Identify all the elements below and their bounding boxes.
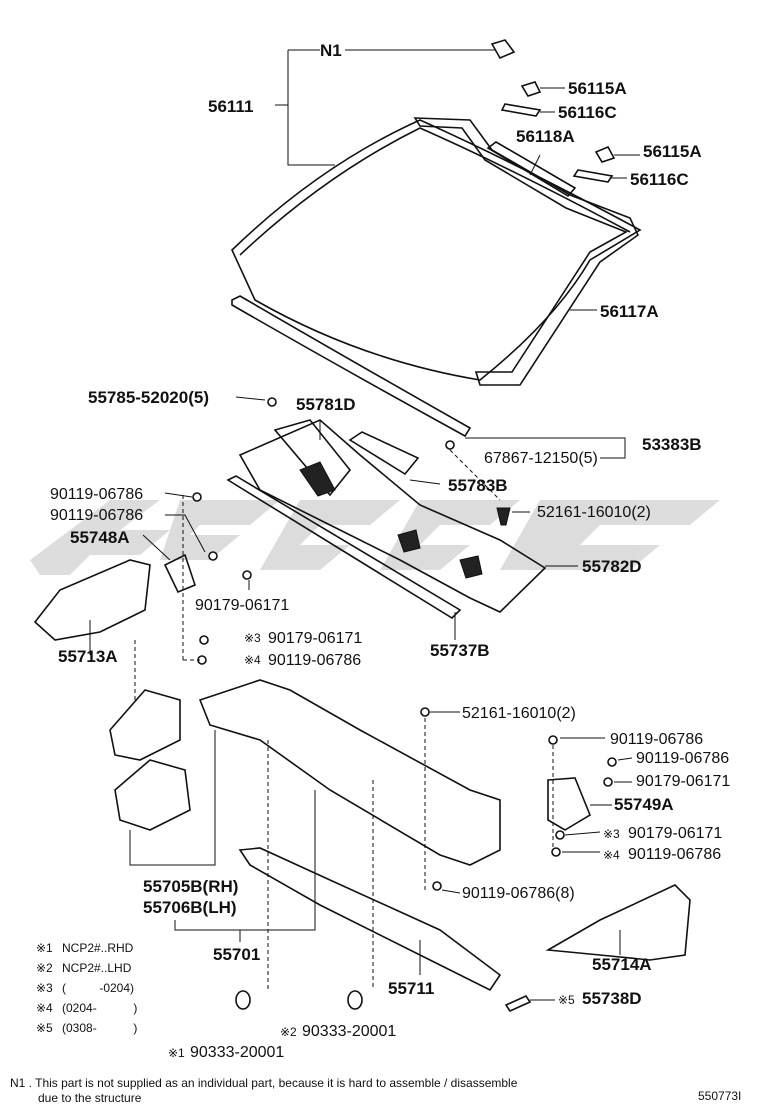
label-53383B: 53383B xyxy=(642,435,702,454)
label-90179-a: 90179-06171 xyxy=(195,597,289,614)
dashed-guides xyxy=(134,449,554,990)
legend-text-1: NCP2#..RHD xyxy=(62,941,134,955)
mark-4-b: ※4 xyxy=(603,848,620,862)
label-56116C-2: 56116C xyxy=(630,170,689,189)
cowl-panel-55701 xyxy=(198,679,501,866)
label-90179-b: 90179-06171 xyxy=(268,630,362,647)
label-52161-mid: 52161-16010(2) xyxy=(462,705,576,722)
legend-mark-1: ※1 xyxy=(36,941,53,955)
label-90119-c: 90119-06786 xyxy=(268,652,361,669)
part-labels: N1 56111 56115A 56116C 56118A 56115A 561… xyxy=(50,41,730,1061)
cowl-seal-55737B xyxy=(226,475,462,620)
leader-lines xyxy=(89,49,640,1001)
legend-text-4: (0204- ) xyxy=(62,1001,137,1015)
footnote-line-1: N1 . This part is not supplied as an ind… xyxy=(10,1076,518,1090)
clip-56115A-1 xyxy=(520,81,542,97)
label-55749A: 55749A xyxy=(614,795,674,814)
footnote-line-2: due to the structure xyxy=(38,1091,142,1105)
windshield-dam-56118A xyxy=(486,141,577,198)
label-90333-a: 90333-20001 xyxy=(190,1044,284,1061)
label-55705B: 55705B(RH) xyxy=(143,877,238,896)
brace-55711 xyxy=(238,847,502,992)
applicability-legend: ※1 NCP2#..RHD ※2 NCP2#..LHD ※3 ( -0204) … xyxy=(36,941,137,1035)
label-55713A: 55713A xyxy=(58,647,118,666)
plug-90333-a xyxy=(235,990,251,1010)
label-55781D: 55781D xyxy=(296,395,356,414)
label-55748A: 55748A xyxy=(70,528,130,547)
label-55711: 55711 xyxy=(388,979,434,998)
label-55714A: 55714A xyxy=(592,955,652,974)
reinforcement-55705B xyxy=(109,689,191,831)
label-56115A-1: 56115A xyxy=(568,79,627,98)
legend-text-5: (0308- ) xyxy=(62,1021,137,1035)
label-90119-g: 90119-06786(8) xyxy=(462,885,575,902)
windshield-moulding-upper xyxy=(413,117,640,386)
bracket-55748A xyxy=(163,553,196,594)
cowl-top-panel-55782D xyxy=(238,419,547,613)
clip-56115A-2 xyxy=(594,145,616,163)
label-90179-c: 90179-06171 xyxy=(636,773,730,790)
label-90119-b: 90119-06786 xyxy=(50,507,143,524)
label-56118A: 56118A xyxy=(516,127,575,146)
legend-mark-2: ※2 xyxy=(36,961,53,975)
label-55737B: 55737B xyxy=(430,641,490,660)
mark-1: ※1 xyxy=(168,1046,185,1060)
panel-55714A xyxy=(545,884,691,961)
mark-5: ※5 xyxy=(558,993,575,1007)
label-90179-d: 90179-06171 xyxy=(628,825,722,842)
mark-4-a: ※4 xyxy=(244,653,261,667)
watermark-logo xyxy=(30,500,720,575)
mark-3-b: ※3 xyxy=(603,827,620,841)
spacer-56116C-2 xyxy=(572,169,614,183)
legend-text-2: NCP2#..LHD xyxy=(62,961,132,975)
label-90119-d: 90119-06786 xyxy=(610,731,703,748)
label-n1: N1 xyxy=(320,41,342,60)
label-55701: 55701 xyxy=(213,945,260,964)
label-55783B: 55783B xyxy=(448,476,508,495)
legend-mark-5: ※5 xyxy=(36,1021,53,1035)
plug-90333-b xyxy=(347,990,363,1010)
label-55706B: 55706B(LH) xyxy=(143,898,237,917)
bracket-55749A xyxy=(547,777,591,831)
diagram-id: 550773I xyxy=(698,1089,741,1103)
label-55785: 55785-52020(5) xyxy=(88,388,209,407)
footnote: N1 . This part is not supplied as an ind… xyxy=(10,1076,518,1105)
label-67867: 67867-12150(5) xyxy=(484,450,598,467)
label-55782D: 55782D xyxy=(582,557,642,576)
label-55738D: 55738D xyxy=(582,989,642,1008)
legend-text-3: ( -0204) xyxy=(62,981,134,995)
label-90333-b: 90333-20001 xyxy=(302,1023,396,1040)
legend-mark-4: ※4 xyxy=(36,1001,53,1015)
clip-n1 xyxy=(490,39,516,60)
legend-mark-3: ※3 xyxy=(36,981,53,995)
windshield-glass xyxy=(231,119,642,381)
label-56111: 56111 xyxy=(208,97,253,116)
panel-55713A xyxy=(33,559,151,641)
mark-3-a: ※3 xyxy=(244,631,261,645)
windshield-moulding-lower xyxy=(231,295,472,438)
label-56115A-2: 56115A xyxy=(643,142,702,161)
cowl-ventilator-55783B xyxy=(348,431,420,476)
fastener-icons xyxy=(192,397,617,891)
label-56117A: 56117A xyxy=(600,302,659,321)
label-90119-e: 90119-06786 xyxy=(636,750,729,767)
label-56116C-1: 56116C xyxy=(558,103,617,122)
seal-55738D xyxy=(504,994,532,1013)
spacer-56116C-1 xyxy=(500,103,542,117)
label-90119-a: 90119-06786 xyxy=(50,486,143,503)
label-90119-f: 90119-06786 xyxy=(628,846,721,863)
label-52161-top: 52161-16010(2) xyxy=(537,504,651,521)
mark-2: ※2 xyxy=(280,1025,297,1039)
